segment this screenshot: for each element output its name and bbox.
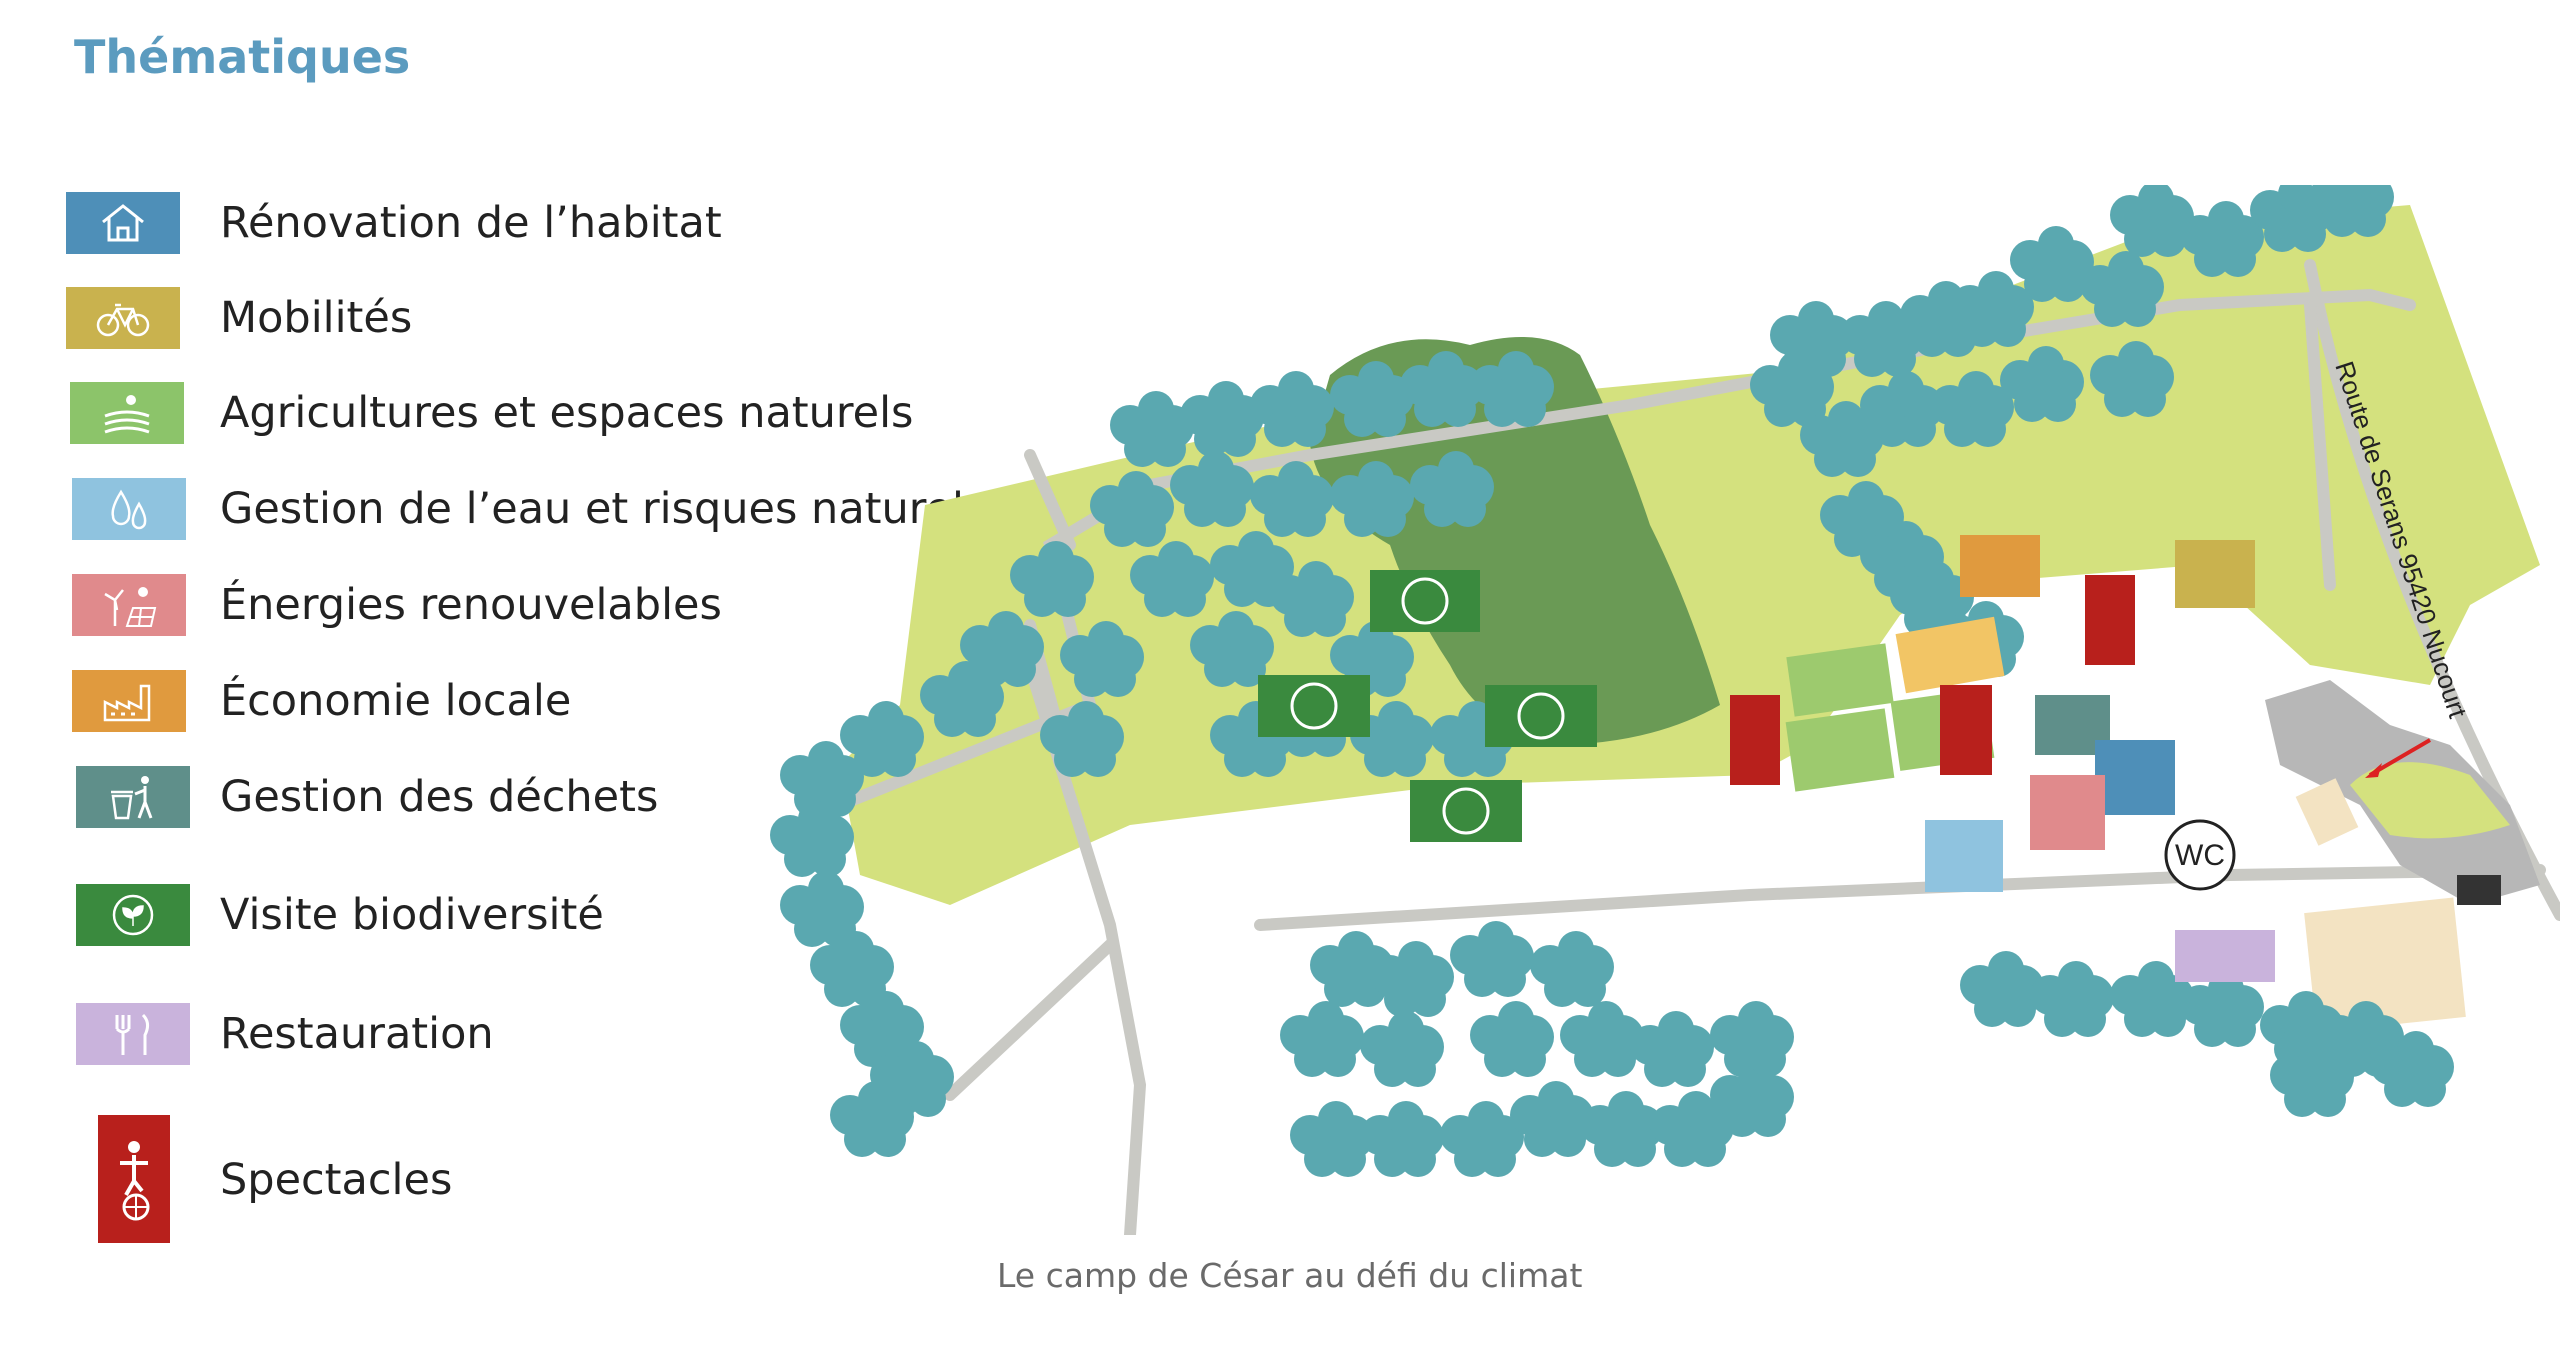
beige-area xyxy=(2304,897,2466,1033)
wc-marker xyxy=(2164,819,2236,891)
legend-label: Gestion de l’eau et risques naturels xyxy=(220,484,987,534)
legend-item-restauration: Restauration xyxy=(0,999,960,1069)
legend-label: Rénovation de l’habitat xyxy=(220,198,722,248)
legend-label: Spectacles xyxy=(220,1155,453,1205)
leaf-cycle-icon xyxy=(76,884,190,946)
legend-label: Restauration xyxy=(220,1009,494,1059)
site-map: WC Route de Serans 95420 Nucourt xyxy=(750,161,2560,1241)
bicycle-icon xyxy=(66,287,180,349)
legend-label: Mobilités xyxy=(220,293,413,343)
legend-item-mobilites: Mobilités xyxy=(0,283,960,353)
wind-solar-icon xyxy=(72,574,186,636)
legend-label: Gestion des déchets xyxy=(220,772,659,822)
fork-knife-icon xyxy=(76,1003,190,1065)
legend-item-agricultures: Agricultures et espaces naturels xyxy=(0,378,960,448)
legend-item-eau: Gestion de l’eau et risques naturels xyxy=(0,474,986,544)
legend-item-renovation: Rénovation de l’habitat xyxy=(0,188,960,258)
house-icon xyxy=(66,192,180,254)
fields-sun-icon xyxy=(70,382,184,444)
spectacle-markers xyxy=(1730,575,2135,785)
legend-item-dechets: Gestion des déchets xyxy=(0,762,960,832)
legend-item-economie: Économie locale xyxy=(0,666,960,736)
theme-boxes xyxy=(1925,535,2275,982)
legend-title: Thématiques xyxy=(74,30,411,84)
trash-person-icon xyxy=(76,766,190,828)
first-aid-icon xyxy=(2457,875,2501,905)
legend-item-spectacles: Spectacles xyxy=(0,1115,960,1245)
legend-item-biodiversite: Visite biodiversité xyxy=(0,880,960,950)
park-area xyxy=(840,205,2540,905)
factory-icon xyxy=(72,670,186,732)
beige-area xyxy=(2295,778,2359,846)
unicycle-icon xyxy=(98,1115,170,1243)
legend-item-energies: Énergies renouvelables xyxy=(0,570,960,640)
legend-label: Agricultures et espaces naturels xyxy=(220,388,914,438)
site-map-drawing: WC Route de Serans 95420 Nucourt xyxy=(770,161,2560,1241)
biodiversity-markers xyxy=(1258,570,1597,842)
legend-label: Énergies renouvelables xyxy=(220,580,722,630)
water-drops-icon xyxy=(72,478,186,540)
map-caption: Le camp de César au défi du climat xyxy=(997,1256,1583,1295)
wc-label: WC xyxy=(2175,839,2225,872)
legend-label: Visite biodiversité xyxy=(220,890,604,940)
legend-label: Économie locale xyxy=(220,676,572,726)
